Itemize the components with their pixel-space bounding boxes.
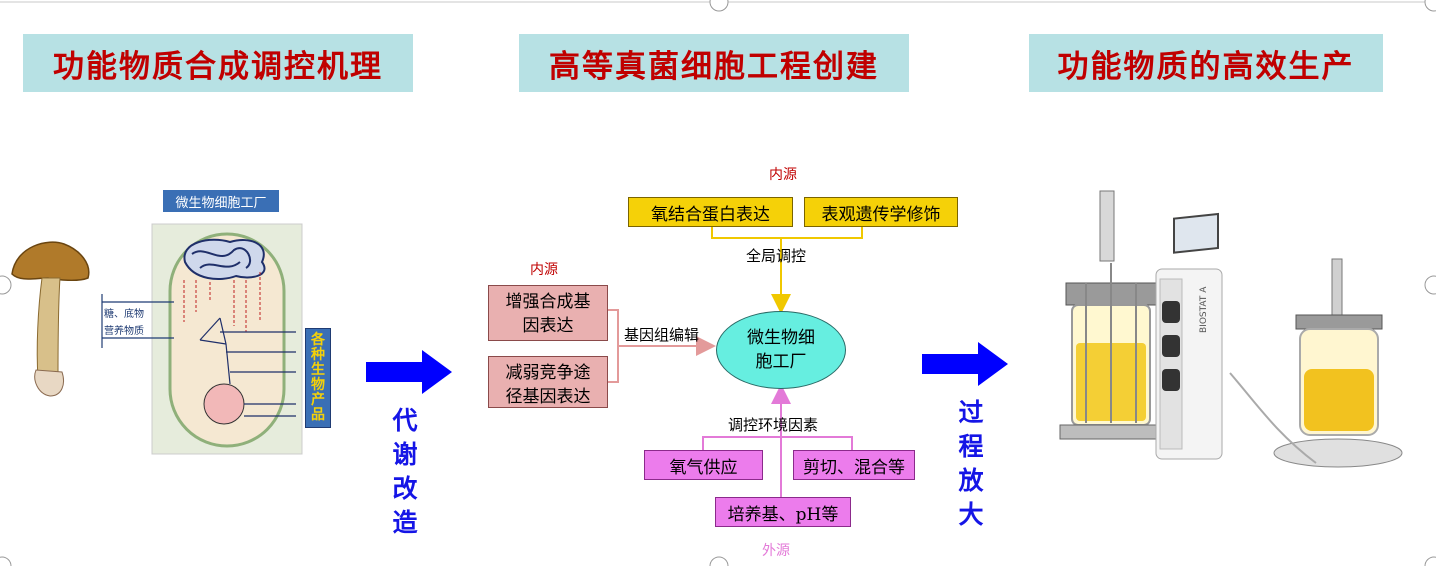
step-char: 改 bbox=[392, 474, 418, 503]
mushroom-image bbox=[11, 241, 90, 397]
cell-factory-label: 微生物细胞工厂 bbox=[163, 190, 279, 212]
step-char: 程 bbox=[958, 432, 984, 461]
environment-factors-label: 调控环境因素 bbox=[728, 416, 819, 434]
step-char: 造 bbox=[392, 508, 418, 537]
box-line: 因表达 bbox=[522, 316, 574, 336]
product-char: 生 bbox=[311, 362, 325, 378]
metabolic-engineering-label: 代 谢 改 造 bbox=[388, 404, 422, 540]
epigenetic-modification-box: 表观遗传学修饰 bbox=[804, 197, 958, 227]
cell-factory-ellipse: 微生物细 胞工厂 bbox=[716, 311, 846, 389]
input-nutrient-label: 营养物质 bbox=[104, 326, 144, 337]
oxygen-supply-box: 氧气供应 bbox=[644, 450, 763, 480]
product-char: 产 bbox=[311, 392, 325, 408]
title-cell-engineering: 高等真菌细胞工程创建 bbox=[519, 34, 909, 92]
oxygen-binding-protein-box: 氧结合蛋白表达 bbox=[628, 197, 793, 227]
step-char: 代 bbox=[392, 406, 418, 435]
process-scaleup-label: 过 程 放 大 bbox=[954, 396, 988, 532]
medium-ph-box: 培养基、pH等 bbox=[715, 497, 851, 527]
product-char: 品 bbox=[311, 407, 325, 423]
bioreactor-image: BIOSTAT A bbox=[1059, 190, 1403, 468]
product-char: 物 bbox=[311, 377, 325, 393]
step-char: 放 bbox=[958, 466, 984, 495]
bioreactor-brand: BIOSTAT A bbox=[1199, 286, 1209, 333]
step-char: 大 bbox=[958, 500, 984, 529]
box-line: 径基因表达 bbox=[505, 387, 591, 407]
top-source-label: 内源 bbox=[769, 167, 797, 183]
products-box: 各 种 生 物 产 品 bbox=[305, 328, 331, 428]
scaleup-arrow bbox=[922, 342, 1008, 386]
bottom-source-label: 外源 bbox=[762, 543, 790, 559]
step-char: 过 bbox=[958, 398, 984, 427]
shear-mixing-box: 剪切、混合等 bbox=[793, 450, 915, 480]
center-line: 胞工厂 bbox=[755, 352, 807, 372]
product-char: 种 bbox=[311, 347, 325, 363]
center-line: 微生物细 bbox=[747, 328, 815, 348]
step-char: 谢 bbox=[392, 440, 418, 469]
input-arrows bbox=[101, 294, 174, 348]
enhance-synthesis-gene-box: 增强合成基 因表达 bbox=[488, 285, 608, 341]
genome-editing-label: 基因组编辑 bbox=[624, 326, 700, 344]
box-line: 增强合成基 bbox=[505, 292, 591, 312]
title-mechanism: 功能物质合成调控机理 bbox=[23, 34, 413, 92]
cell-factory-diagram bbox=[151, 223, 303, 455]
product-char: 各 bbox=[311, 332, 325, 348]
metabolic-arrow bbox=[366, 350, 452, 394]
input-sugar-label: 糖、底物 bbox=[104, 309, 144, 320]
global-regulation-label: 全局调控 bbox=[746, 247, 807, 265]
box-line: 减弱竞争途 bbox=[505, 363, 591, 383]
weaken-competing-pathway-box: 减弱竞争途 径基因表达 bbox=[488, 356, 608, 408]
left-source-label: 内源 bbox=[530, 262, 558, 278]
title-production: 功能物质的高效生产 bbox=[1029, 34, 1383, 92]
